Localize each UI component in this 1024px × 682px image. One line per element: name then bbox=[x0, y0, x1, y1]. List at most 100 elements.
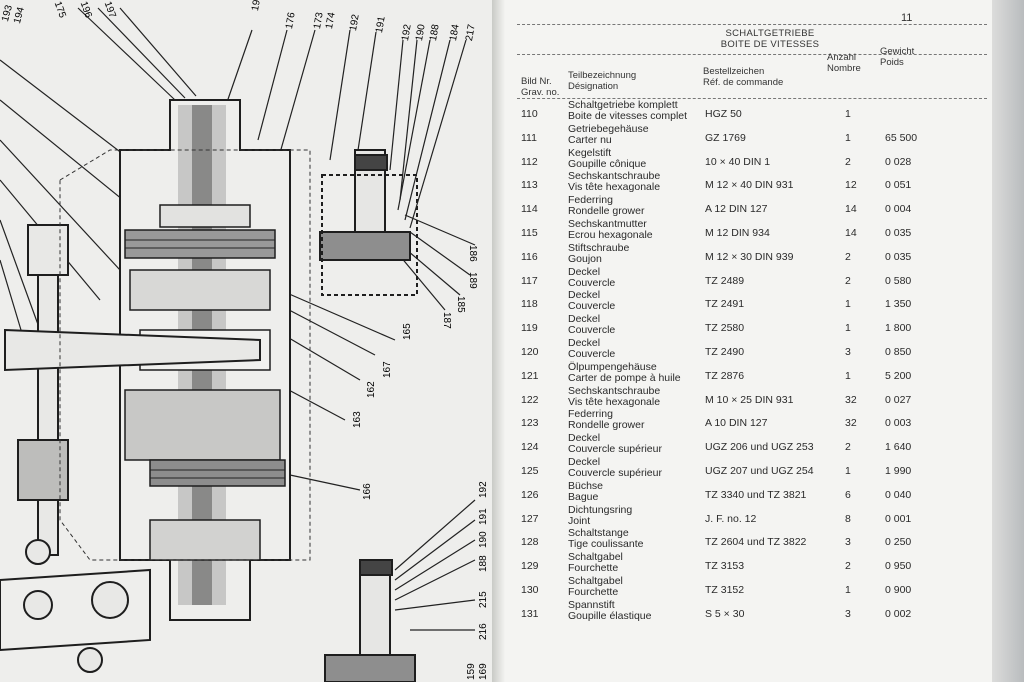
quantity: 1 bbox=[845, 584, 851, 596]
weight: 0 035 bbox=[885, 250, 912, 263]
page-number: 11 bbox=[901, 12, 913, 24]
weight: 0 950 bbox=[885, 560, 912, 573]
part-number: 123 bbox=[521, 417, 539, 430]
order-reference: TZ 2604 und TZ 3822 bbox=[705, 536, 807, 549]
quantity: 1 bbox=[845, 108, 851, 120]
designation-fr: Couvercle supérieur bbox=[568, 467, 662, 479]
col-header-bild-nr: Bild Nr. Grav. no. bbox=[521, 76, 559, 98]
designation-de: Deckel bbox=[568, 337, 601, 349]
part-number: 129 bbox=[521, 560, 539, 573]
weight: 5 200 bbox=[885, 369, 912, 382]
designation-de: Schaltgabel bbox=[568, 551, 623, 564]
order-reference: TZ 3152 bbox=[705, 584, 745, 596]
designation-de: Sechskantmutter bbox=[568, 218, 647, 230]
designation-fr: Carter de pompe à huile bbox=[568, 371, 681, 384]
quantity: 1 bbox=[845, 465, 851, 477]
designation-fr: Goupille cônique bbox=[568, 157, 647, 170]
divider bbox=[517, 24, 987, 25]
order-reference: TZ 3340 und TZ 3821 bbox=[705, 488, 807, 501]
weight: 1 990 bbox=[885, 465, 912, 477]
part-number: 122 bbox=[521, 393, 539, 406]
designation-fr: Joint bbox=[568, 514, 591, 527]
order-reference: TZ 2490 bbox=[705, 346, 745, 358]
designation-fr: Couvercle bbox=[568, 348, 616, 360]
designation-de: Büchse bbox=[568, 479, 604, 492]
order-reference: 10 × 40 DIN 1 bbox=[705, 155, 771, 168]
quantity: 3 bbox=[845, 346, 851, 358]
order-reference: M 12 DIN 934 bbox=[705, 227, 770, 239]
col-header-quantity: Anzahl Nombre bbox=[827, 52, 861, 74]
weight: 0 850 bbox=[885, 346, 912, 358]
diagram-label: 192 bbox=[478, 481, 489, 498]
designation-de: Deckel bbox=[568, 432, 601, 445]
designation-fr: Couvercle bbox=[568, 300, 616, 313]
designation-de: Sechskantschraube bbox=[568, 384, 661, 397]
order-reference: HGZ 50 bbox=[705, 108, 742, 120]
order-reference: M 10 × 25 DIN 931 bbox=[705, 393, 794, 406]
divider bbox=[517, 54, 987, 55]
order-reference: GZ 1769 bbox=[705, 131, 746, 144]
col-label-fr: Réf. de commande bbox=[703, 77, 784, 88]
col-label-de: Bestellzeichen bbox=[703, 66, 765, 77]
part-number: 111 bbox=[521, 131, 537, 144]
col-label-fr: Désignation bbox=[568, 81, 619, 92]
designation-de: Sechskantschraube bbox=[568, 170, 661, 183]
weight: 0 040 bbox=[885, 488, 912, 501]
order-reference: A 10 DIN 127 bbox=[705, 417, 768, 430]
designation-fr: Goujon bbox=[568, 252, 602, 265]
order-reference: TZ 2491 bbox=[705, 298, 745, 311]
part-number: 119 bbox=[521, 322, 538, 335]
diagram-label: 187 bbox=[441, 312, 452, 329]
diagram-label: 185 bbox=[455, 296, 466, 313]
weight: 0 001 bbox=[885, 512, 912, 525]
section-title-fr: BOITE DE VITESSES bbox=[720, 39, 820, 50]
quantity: 3 bbox=[845, 607, 851, 620]
diagram-label: 190 bbox=[478, 531, 489, 548]
part-number: 115 bbox=[521, 227, 538, 239]
designation-de: Federring bbox=[568, 408, 613, 421]
part-number: 113 bbox=[521, 179, 538, 192]
quantity: 8 bbox=[845, 512, 851, 525]
designation-de: Deckel bbox=[568, 265, 601, 278]
designation-fr: Tige coulissante bbox=[568, 538, 644, 551]
part-number: 128 bbox=[521, 536, 539, 549]
designation-fr: Vis tête hexagonale bbox=[568, 181, 661, 194]
diagram-label: 163 bbox=[352, 411, 363, 428]
part-number: 112 bbox=[521, 155, 538, 168]
quantity: 1 bbox=[845, 131, 851, 144]
diagram-label: 165 bbox=[402, 323, 413, 340]
quantity: 14 bbox=[845, 227, 857, 239]
part-number: 120 bbox=[521, 346, 539, 358]
divider bbox=[517, 98, 987, 99]
page-edge bbox=[992, 0, 1024, 682]
designation-fr: Vis tête hexagonale bbox=[568, 395, 661, 408]
weight: 0 580 bbox=[885, 274, 912, 287]
designation-fr: Couvercle bbox=[568, 324, 616, 337]
weight: 0 003 bbox=[885, 417, 912, 430]
quantity: 32 bbox=[845, 417, 857, 430]
designation-fr: Rondelle grower bbox=[568, 205, 645, 218]
diagram-label: 159 bbox=[466, 663, 477, 680]
section-header: SCHALTGETRIEBE BOITE DE VITESSES bbox=[670, 28, 870, 50]
designation-fr: Rondelle grower bbox=[568, 419, 645, 432]
designation-fr: Goupille élastique bbox=[568, 609, 652, 622]
weight: 1 350 bbox=[885, 298, 912, 311]
order-reference: TZ 2489 bbox=[705, 274, 745, 287]
weight: 1 800 bbox=[885, 322, 912, 335]
gearbox-diagram bbox=[0, 7, 476, 682]
order-reference: UGZ 206 und UGZ 253 bbox=[705, 441, 814, 454]
diagram-label: 215 bbox=[478, 591, 489, 608]
designation-fr: Couvercle bbox=[568, 276, 616, 289]
part-number: 124 bbox=[521, 441, 539, 454]
